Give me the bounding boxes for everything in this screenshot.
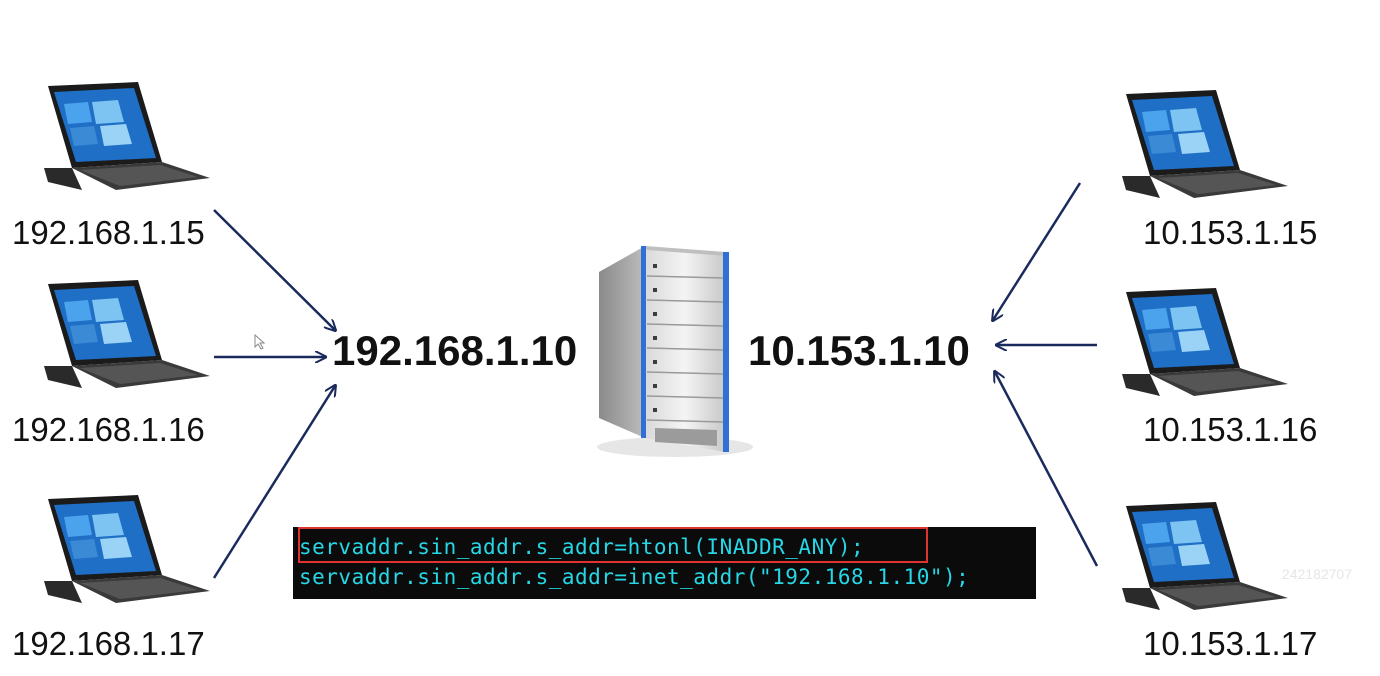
laptop-icon bbox=[20, 82, 220, 192]
code-highlight-box bbox=[298, 527, 928, 563]
watermark: 242182707 bbox=[1281, 566, 1352, 582]
laptop-icon bbox=[1098, 502, 1298, 612]
client-ip-label: 192.168.1.15 bbox=[12, 214, 205, 251]
laptop-icon bbox=[20, 280, 220, 390]
server-right-ip: 10.153.1.10 bbox=[748, 327, 970, 374]
laptop-icon bbox=[20, 495, 220, 605]
arrow-left-bottom bbox=[212, 386, 335, 579]
laptop-icon bbox=[1098, 90, 1298, 200]
code-line-htonl: servaddr.sin_addr.s_addr=htonl(INADDR_AN… bbox=[299, 535, 865, 559]
code-line-inet-addr: servaddr.sin_addr.s_addr=inet_addr("192.… bbox=[299, 565, 970, 589]
laptop-icon bbox=[1098, 288, 1298, 398]
client-ip-label: 10.153.1.16 bbox=[1143, 411, 1318, 448]
client-ip-label: 10.153.1.15 bbox=[1143, 214, 1318, 251]
mouse-cursor-icon bbox=[254, 334, 266, 350]
server-icon bbox=[585, 242, 755, 460]
code-snippet: servaddr.sin_addr.s_addr=htonl(INADDR_AN… bbox=[293, 527, 1036, 599]
client-ip-label: 192.168.1.17 bbox=[12, 625, 205, 662]
client-ip-label: 192.168.1.16 bbox=[12, 411, 205, 448]
client-ip-label: 10.153.1.17 bbox=[1143, 625, 1318, 662]
server-left-ip: 192.168.1.10 bbox=[332, 327, 578, 374]
arrow-left-top bbox=[213, 209, 335, 330]
arrow-right-top bbox=[993, 182, 1082, 320]
arrow-right-bottom bbox=[995, 372, 1099, 567]
